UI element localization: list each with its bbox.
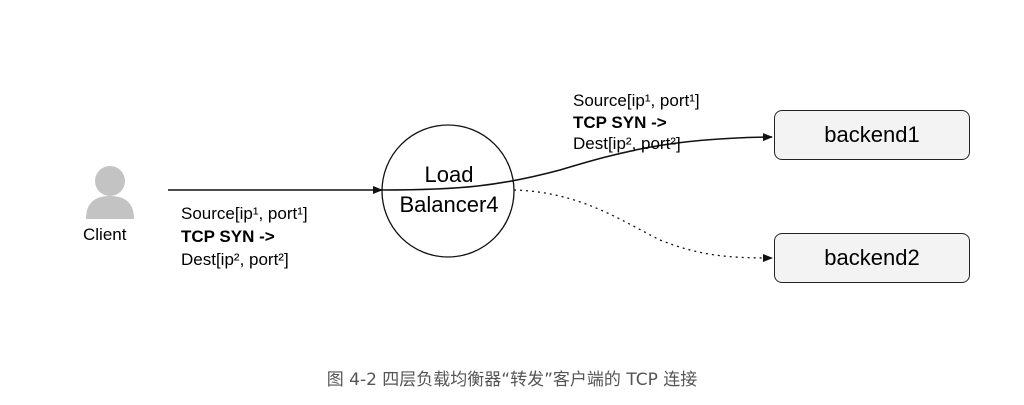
load-balancer-label-line1: Load [424, 162, 474, 187]
backend2-label: backend2 [824, 245, 920, 270]
packet-type: TCP SYN -> [573, 113, 667, 132]
figure-caption: 图 4-2 四层负载均衡器“转发”客户端的 TCP 连接 [326, 370, 698, 390]
load-balancer-circle [381, 124, 515, 258]
packet-type: TCP SYN -> [181, 227, 275, 246]
packet-dest: Dest[ip², port²] [181, 250, 289, 269]
load-balancer-label-line2: Balancer4 [399, 192, 499, 217]
person-icon [86, 166, 134, 219]
packet-source: Source[ip¹, port¹] [573, 91, 700, 110]
backend1-box: backend1 [774, 110, 970, 160]
lb-to-backend2-arrow [513, 189, 773, 262]
lb-to-backend1-arrow [381, 133, 773, 191]
packet-source: Source[ip¹, port¹] [181, 204, 308, 223]
backend1-label: backend1 [824, 122, 920, 147]
client-label: Client [83, 225, 127, 244]
backend2-box: backend2 [774, 233, 970, 283]
packet-dest: Dest[ip², port²] [573, 134, 681, 153]
